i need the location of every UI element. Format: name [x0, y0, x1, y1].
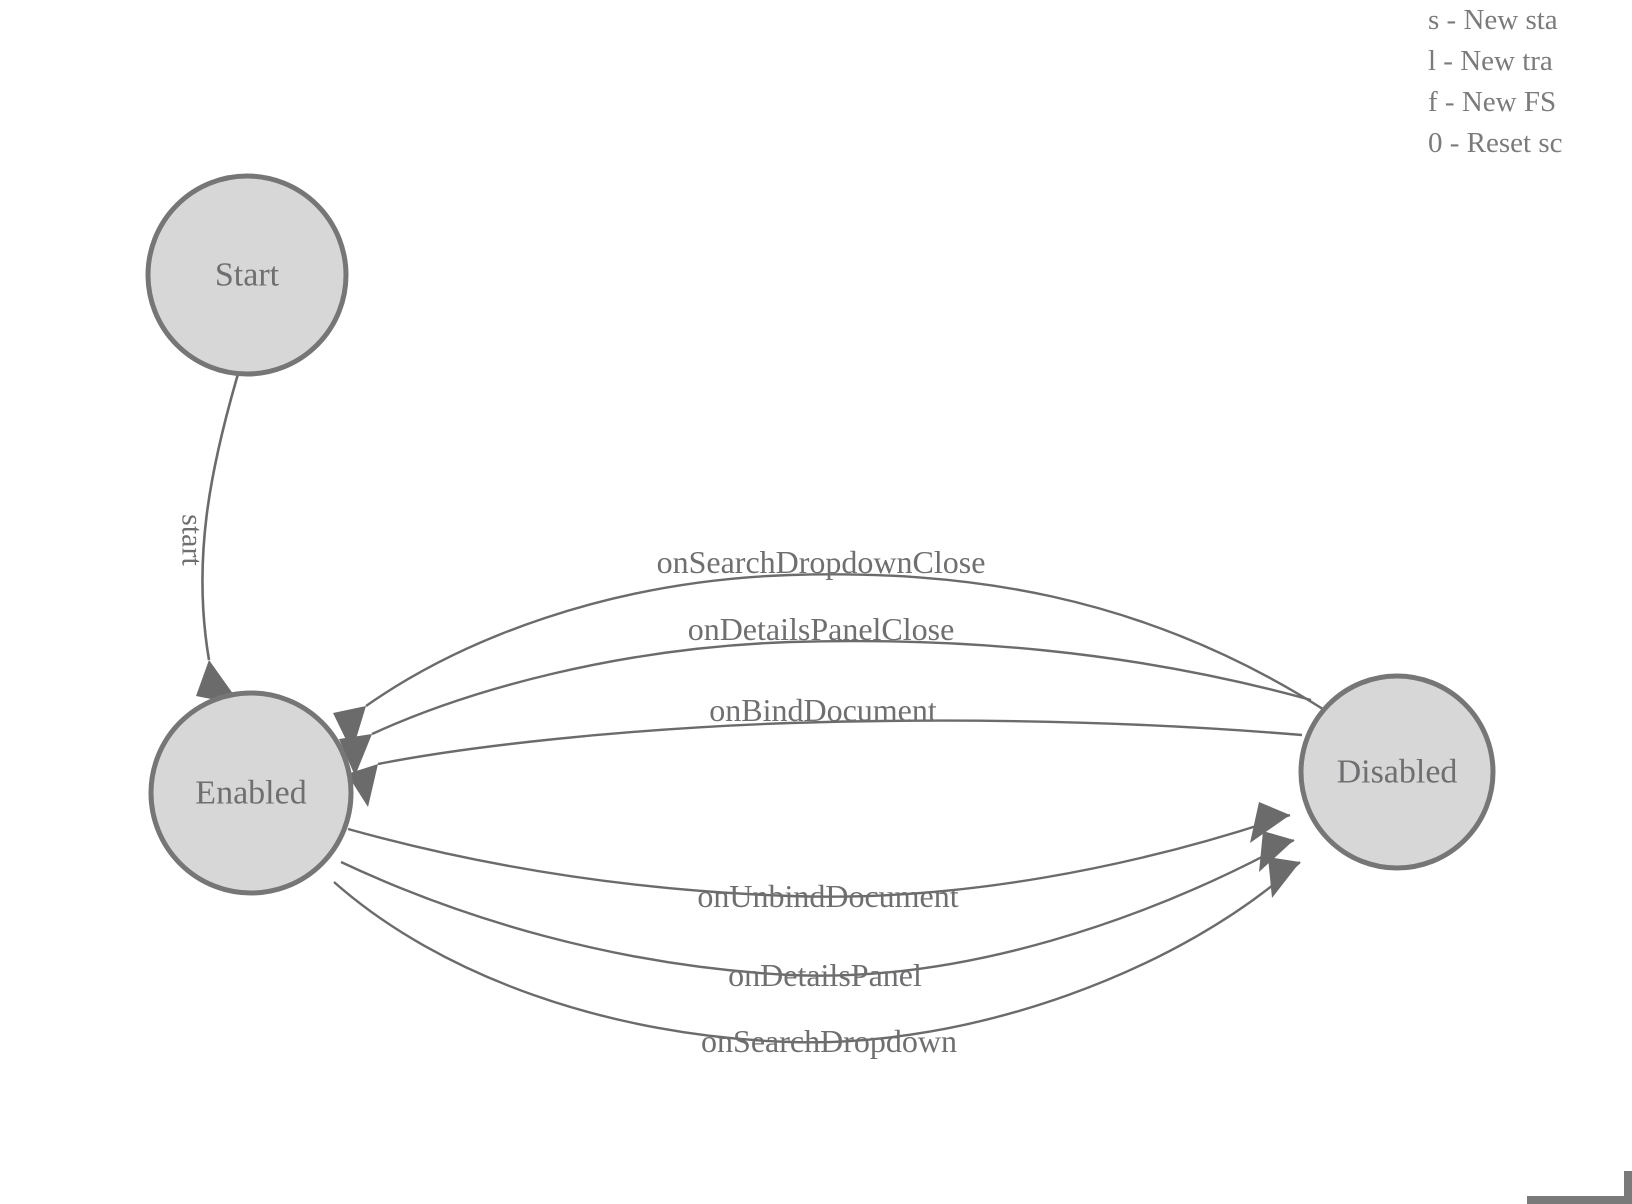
transition-disabled-to-enabled-details-close[interactable] [339, 639, 1312, 776]
node-layer: Start Enabled Disabled [145, 173, 1496, 896]
edge-label-layer: start onSearchDropdownClose onDetailsPan… [176, 514, 986, 1059]
transition-enabled-to-disabled-details-panel[interactable] [340, 831, 1295, 977]
transition-disabled-to-enabled-bind-document[interactable] [347, 719, 1303, 807]
edge-label-on-bind-document: onBindDocument [709, 692, 937, 728]
state-node-start[interactable]: Start [145, 173, 349, 377]
state-node-enabled[interactable]: Enabled [148, 690, 354, 896]
edge-label-on-search-dropdown: onSearchDropdown [701, 1023, 957, 1059]
edge-label-on-search-dropdown-close: onSearchDropdownClose [657, 544, 986, 580]
edge-label-on-unbind-document: onUnbindDocument [697, 878, 958, 914]
state-node-disabled[interactable]: Disabled [1298, 673, 1496, 871]
transition-enabled-to-disabled-unbind-document[interactable] [347, 802, 1291, 898]
edge-label-on-details-panel: onDetailsPanel [728, 957, 922, 993]
transition-disabled-to-enabled-search-close[interactable] [333, 573, 1327, 752]
state-node-enabled-label: Enabled [195, 775, 306, 812]
edge-label-on-details-panel-close: onDetailsPanelClose [688, 611, 955, 647]
horizontal-scrollbar[interactable] [1527, 1196, 1625, 1204]
edge-label-start: start [176, 514, 209, 566]
state-node-start-label: Start [215, 257, 280, 294]
vertical-scrollbar[interactable] [1624, 1171, 1632, 1204]
transition-enabled-to-disabled-search-dropdown[interactable] [333, 857, 1301, 1044]
edge-layer [196, 373, 1327, 1044]
state-node-disabled-label: Disabled [1337, 754, 1458, 791]
